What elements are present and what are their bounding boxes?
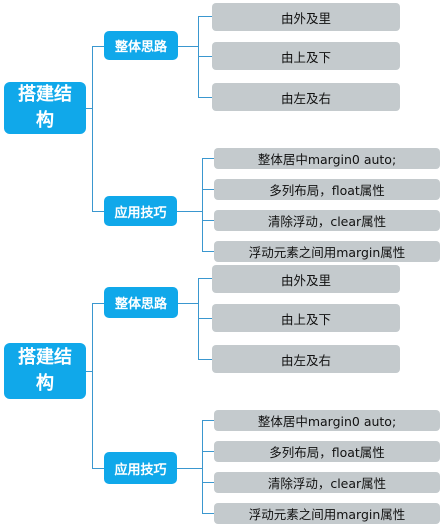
leaf-node: 整体居中margin0 auto; <box>214 148 440 169</box>
connector <box>178 46 198 47</box>
root-node: 搭建结构 <box>4 343 86 399</box>
branch-node-overall-approach: 整体思路 <box>104 287 178 318</box>
connector <box>92 303 104 304</box>
leaf-node: 整体居中margin0 auto; <box>214 410 440 431</box>
leaf-node: 由左及右 <box>212 83 400 111</box>
leaf-node: 多列布局，float属性 <box>214 441 440 462</box>
branch-node-techniques: 应用技巧 <box>104 196 177 226</box>
connector <box>177 211 202 212</box>
connector <box>92 303 93 468</box>
connector <box>177 468 202 469</box>
connector <box>202 420 214 421</box>
connector <box>86 108 92 109</box>
connector <box>178 303 198 304</box>
leaf-node: 浮动元素之间用margin属性 <box>214 503 440 524</box>
leaf-node: 清除浮动，clear属性 <box>214 210 440 231</box>
connector <box>92 46 93 211</box>
connector <box>92 46 104 47</box>
connector <box>86 371 92 372</box>
leaf-node: 由上及下 <box>212 304 400 332</box>
connector <box>202 158 214 159</box>
connector <box>202 158 203 251</box>
leaf-node: 浮动元素之间用margin属性 <box>214 241 440 262</box>
connector <box>198 278 212 279</box>
leaf-node: 由上及下 <box>212 42 400 70</box>
connector <box>202 189 214 190</box>
connector <box>92 468 104 469</box>
leaf-node: 多列布局，float属性 <box>214 179 440 200</box>
connector <box>198 318 212 319</box>
connector <box>202 251 214 252</box>
branch-node-techniques: 应用技巧 <box>104 452 177 484</box>
leaf-node: 由外及里 <box>212 265 400 293</box>
connector <box>202 451 214 452</box>
connector <box>202 220 214 221</box>
root-node: 搭建结构 <box>4 82 86 134</box>
leaf-node: 清除浮动，clear属性 <box>214 472 440 493</box>
leaf-node: 由外及里 <box>212 3 400 31</box>
connector <box>92 211 104 212</box>
leaf-node: 由左及右 <box>212 345 400 373</box>
branch-node-overall-approach: 整体思路 <box>104 31 178 60</box>
connector <box>198 97 212 98</box>
connector <box>202 420 203 513</box>
connector <box>198 56 212 57</box>
connector <box>202 513 214 514</box>
connector <box>198 16 212 17</box>
connector <box>202 482 214 483</box>
connector <box>198 359 212 360</box>
